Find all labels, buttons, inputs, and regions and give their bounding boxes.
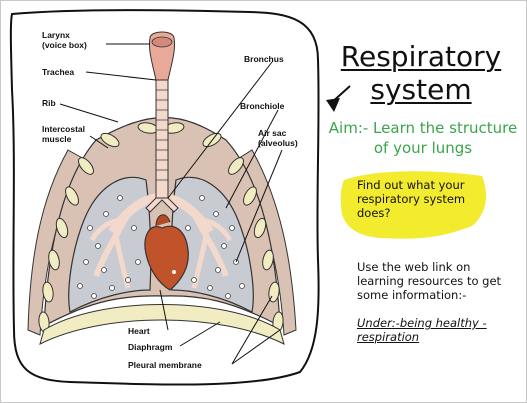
label-intercostal: Intercostal muscle [42, 124, 85, 144]
larynx [149, 32, 174, 80]
title-line-2: system [336, 73, 506, 106]
slide-title: Respiratory system [336, 40, 506, 106]
title-line-1: Respiratory [336, 40, 506, 73]
label-trachea: Trachea [42, 67, 74, 77]
label-diaphragm: Diaphragm [128, 342, 172, 352]
instruction-text: Use the web link on learning resources t… [357, 260, 517, 302]
label-air-sac: Air sac (alveolus) [258, 128, 298, 148]
resource-link[interactable]: Under:-being healthy - respiration [357, 316, 517, 344]
label-pleural-membrane: Pleural membrane [128, 360, 202, 370]
question-text: Find out what your respiratory system do… [357, 178, 497, 220]
label-larynx: Larynx (voice box) [42, 30, 87, 50]
label-rib: Rib [42, 98, 56, 108]
label-bronchus: Bronchus [244, 54, 284, 64]
label-bronchiole: Bronchiole [240, 101, 284, 111]
aim-text: Aim:- Learn the structure of your lungs [322, 118, 524, 158]
label-heart: Heart [128, 326, 150, 336]
